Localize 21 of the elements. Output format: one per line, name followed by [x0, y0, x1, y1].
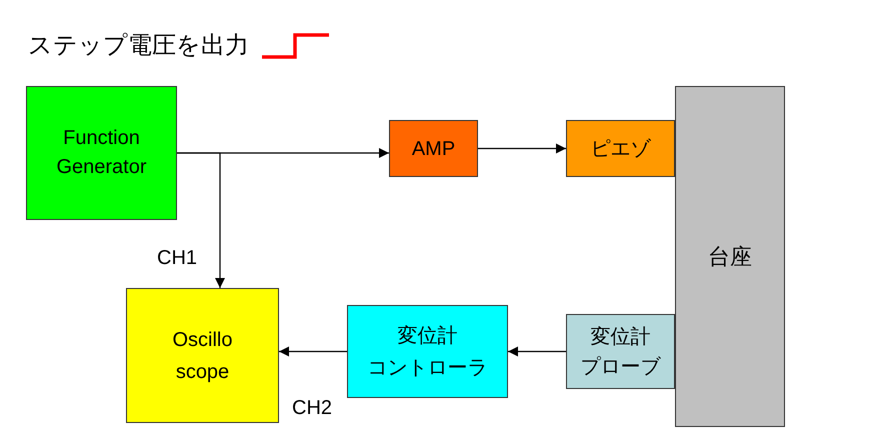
process-box: [566, 314, 675, 389]
process-box: [347, 305, 508, 398]
process-box: [675, 86, 785, 427]
process-box: [566, 120, 675, 177]
arrow: [177, 152, 225, 288]
box-label: 変位計: [590, 324, 650, 350]
box-label: ピエゾ: [590, 136, 650, 162]
process-box: [126, 288, 279, 423]
title: ステップ電圧を出力: [28, 31, 249, 61]
process-box: [26, 86, 177, 220]
box-label: コントローラ: [368, 356, 488, 380]
box-label: プローブ: [580, 354, 660, 380]
box-label: Function Generator: [55, 126, 148, 180]
process-box: [389, 120, 478, 177]
arrow: [279, 346, 347, 356]
arrow: [508, 346, 566, 356]
box-label: 台座: [708, 243, 752, 271]
arrow: [478, 144, 566, 154]
box-label: 変位計: [398, 324, 458, 348]
box-label: AMP: [412, 136, 456, 162]
box-label: Oscillo scope: [171, 328, 234, 384]
